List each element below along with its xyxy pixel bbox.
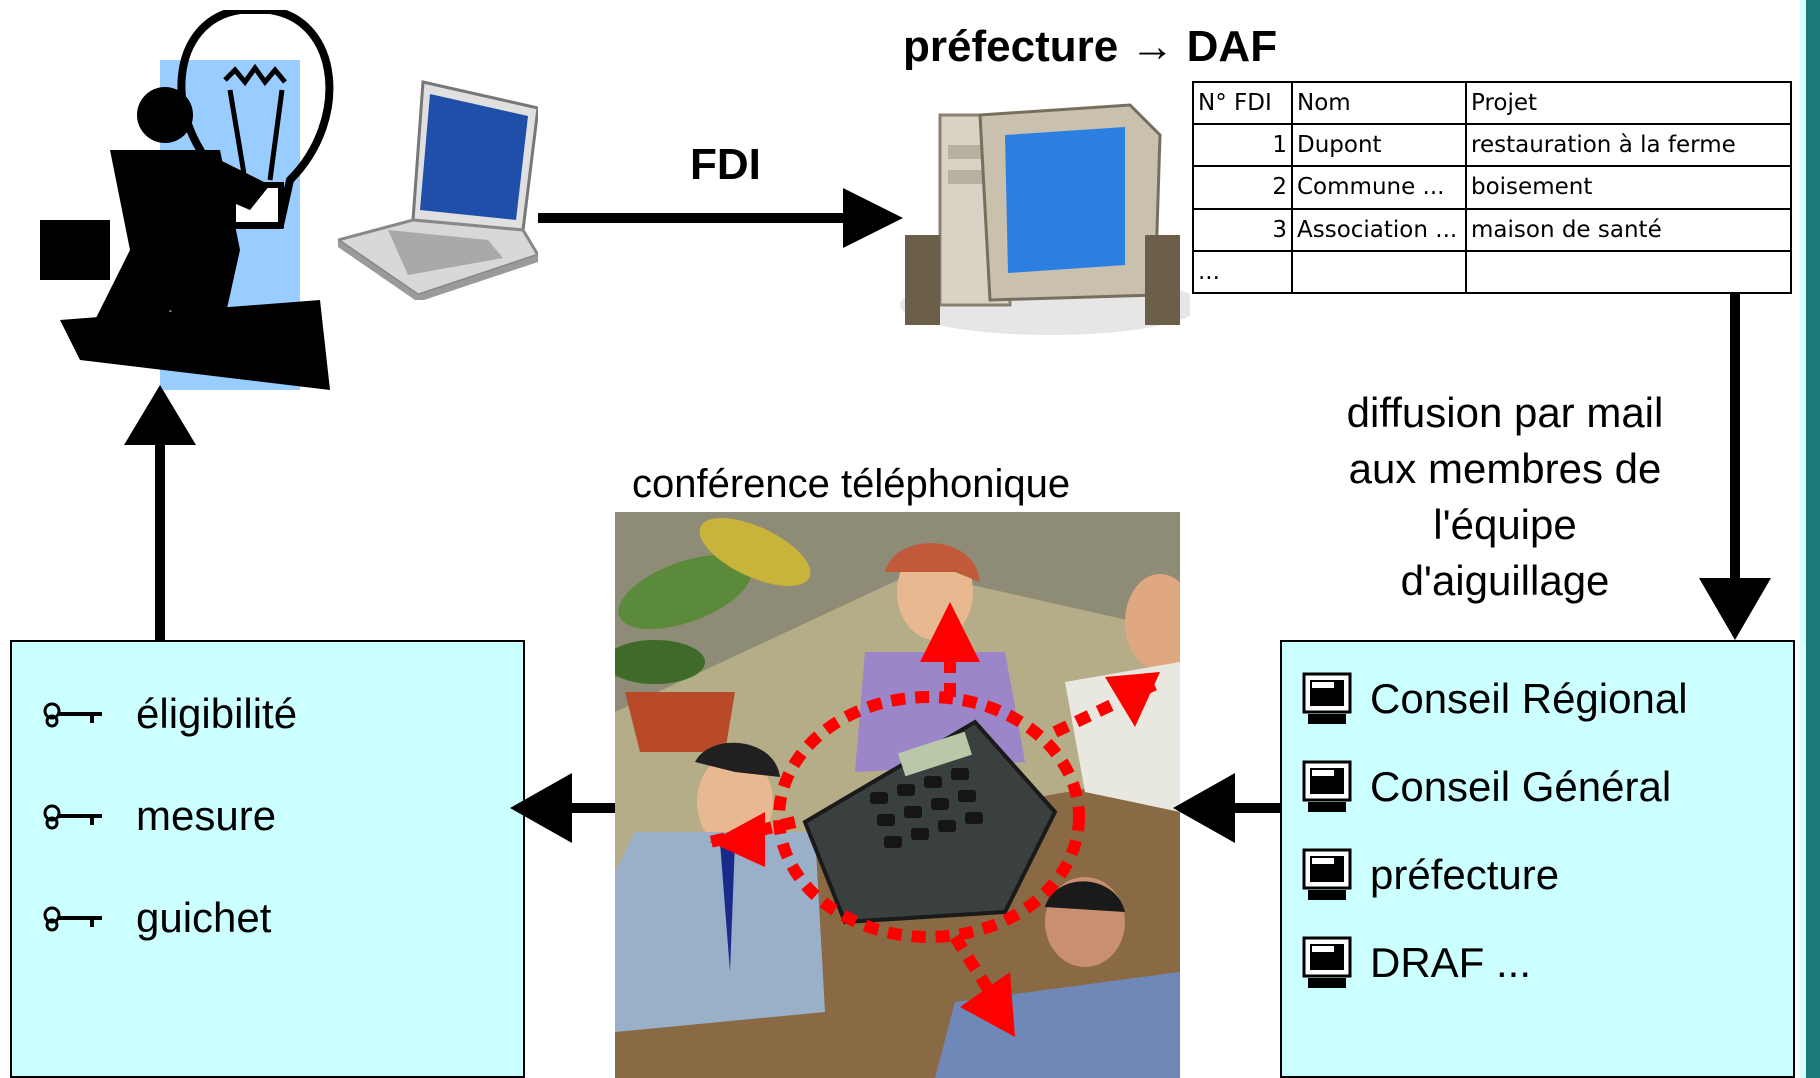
- member-item: Conseil Régional: [1302, 672, 1688, 726]
- diffusion-line: diffusion par mail: [1346, 389, 1664, 436]
- member-label: Conseil Régional: [1370, 675, 1688, 722]
- table-row: 1 Dupont restauration à la ferme: [1192, 123, 1792, 168]
- diffusion-text: diffusion par mail aux membres de l'équi…: [1305, 385, 1705, 609]
- table-cell: 2: [1192, 165, 1293, 210]
- prefecture-daf-title: préfecture → DAF: [903, 22, 1278, 71]
- criteria-label: éligibilité: [136, 690, 298, 737]
- right-edge-strip: [1800, 0, 1820, 1078]
- computer-monitor-icon: [1302, 848, 1352, 900]
- member-label: préfecture: [1370, 851, 1560, 898]
- table-cell: [1291, 249, 1467, 295]
- fdi-table: N° FDI Nom Projet 1 Dupont restauration …: [1192, 80, 1792, 295]
- table-cell: 1: [1192, 123, 1293, 168]
- table-cell: restauration à la ferme: [1465, 123, 1792, 168]
- computer-monitor-icon: [1302, 672, 1352, 724]
- conference-label: conférence téléphonique: [632, 462, 1071, 506]
- key-icon: [43, 906, 102, 932]
- member-item: DRAF ...: [1302, 936, 1531, 990]
- diffusion-line: aux membres de: [1348, 445, 1662, 492]
- table-row: ...: [1192, 249, 1792, 295]
- table-row: 2 Commune ... boisement: [1192, 165, 1792, 210]
- table-cell: Association ...: [1291, 207, 1467, 252]
- right-members-box: Conseil Régional Conseil Général préfect…: [1280, 640, 1795, 1078]
- criteria-item-mesure: mesure: [42, 792, 276, 840]
- arrow-fdi: [538, 188, 903, 248]
- computer-monitor-icon: [1302, 936, 1352, 988]
- table-cell: maison de santé: [1465, 207, 1792, 252]
- computer-monitor-icon: [1302, 760, 1352, 812]
- arrow-up-to-applicant: [124, 385, 196, 640]
- table-cell: Dupont: [1291, 123, 1467, 168]
- desktop-computer-clipart: [900, 103, 1190, 335]
- arrow-to-left-box: [510, 773, 615, 843]
- diffusion-line: l'équipe: [1433, 501, 1577, 548]
- arrow-to-conference: [1173, 773, 1283, 843]
- table-header-cell: N° FDI: [1192, 80, 1293, 126]
- member-item: Conseil Général: [1302, 760, 1671, 814]
- table-row: 3 Association ... maison de santé: [1192, 207, 1792, 252]
- arrow-diffusion-down: [1699, 294, 1771, 640]
- table-header-cell: Projet: [1465, 80, 1792, 126]
- criteria-item-eligibilite: éligibilité: [42, 690, 297, 738]
- businessman-idea-clipart: [40, 10, 334, 390]
- criteria-label: guichet: [136, 894, 272, 941]
- key-icon: [43, 702, 102, 728]
- criteria-item-guichet: guichet: [42, 894, 271, 942]
- table-header-cell: Nom: [1291, 80, 1467, 126]
- member-label: Conseil Général: [1370, 763, 1672, 810]
- criteria-label: mesure: [136, 792, 277, 839]
- key-icon: [43, 804, 102, 830]
- table-cell: ...: [1192, 249, 1293, 295]
- table-header-row: N° FDI Nom Projet: [1192, 80, 1792, 126]
- table-cell: boisement: [1465, 165, 1792, 210]
- table-cell: [1465, 249, 1792, 295]
- table-cell: 3: [1192, 207, 1293, 252]
- table-cell: Commune ...: [1291, 165, 1467, 210]
- conference-call-clipart: [615, 512, 1180, 1078]
- member-label: DRAF ...: [1370, 939, 1532, 986]
- diffusion-line: d'aiguillage: [1400, 557, 1610, 604]
- left-criteria-box: éligibilité mesure guichet: [10, 640, 525, 1078]
- fdi-label: FDI: [690, 140, 761, 189]
- laptop-clipart: [338, 80, 538, 300]
- member-item: préfecture: [1302, 848, 1559, 902]
